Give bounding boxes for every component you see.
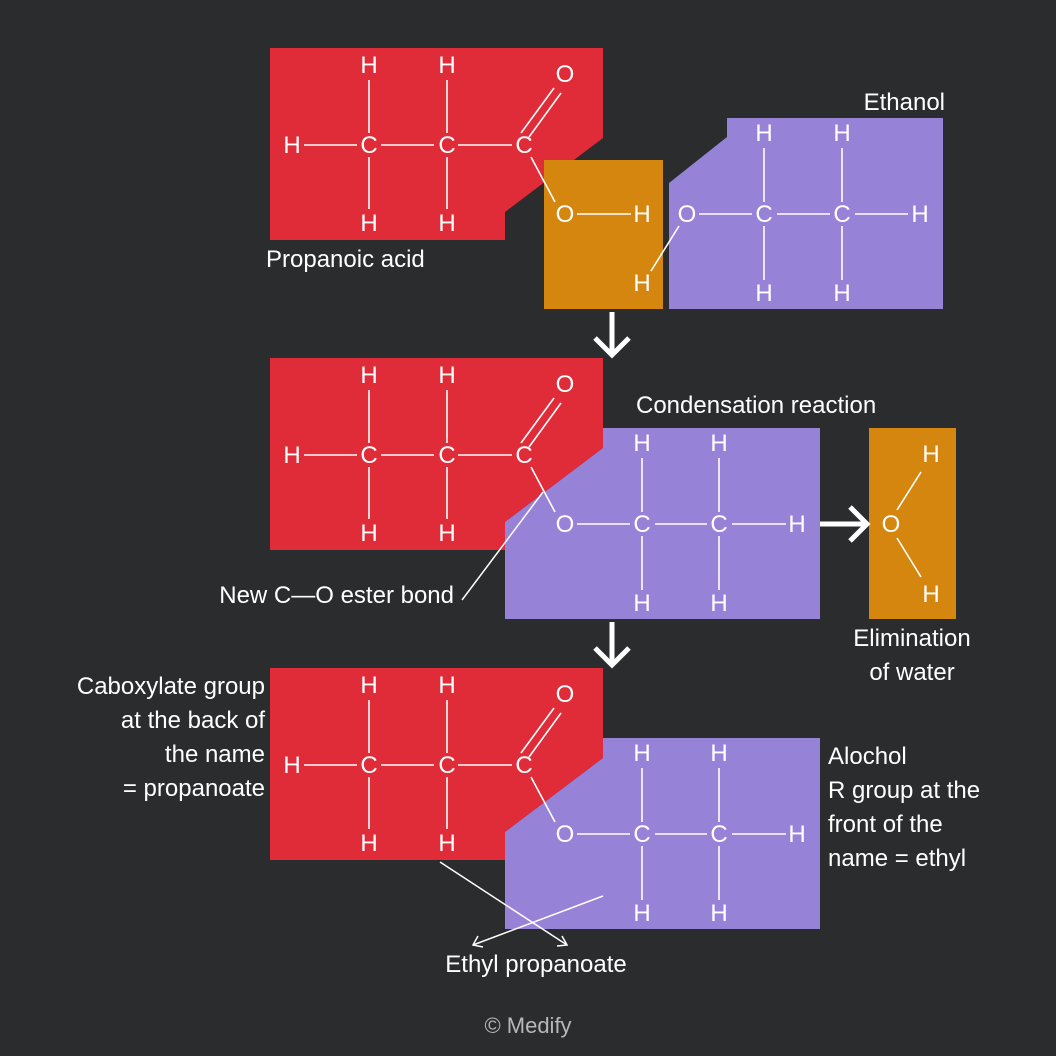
atom-o: O — [678, 201, 697, 228]
atom-h: H — [360, 52, 377, 79]
atom-h: H — [633, 270, 650, 297]
atom-h: H — [710, 430, 727, 457]
atom-c: C — [438, 442, 455, 469]
atom-c: C — [360, 752, 377, 779]
atom-h: H — [710, 590, 727, 617]
atom-h: H — [833, 120, 850, 147]
atom-h: H — [438, 672, 455, 699]
hydroxyl-block — [544, 160, 663, 309]
product-label: Ethyl propanoate — [445, 951, 626, 978]
propanoate-block — [270, 668, 603, 860]
alcohol-label-line2: R group at the — [828, 777, 980, 804]
atom-h: H — [438, 362, 455, 389]
atom-h: H — [710, 740, 727, 767]
elimination-label-line2: of water — [869, 659, 954, 686]
atom-h: H — [283, 132, 300, 159]
atom-o: O — [556, 371, 575, 398]
atom-h: H — [788, 821, 805, 848]
stage-2-condensation: H C C C H H H H O O C C H H H H H H O H … — [219, 358, 971, 686]
atom-h: H — [438, 830, 455, 857]
atom-h: H — [438, 520, 455, 547]
atom-h: H — [755, 120, 772, 147]
alcohol-label-line3: front of the — [828, 811, 943, 838]
atom-h: H — [633, 900, 650, 927]
atom-h: H — [438, 210, 455, 237]
propanoic-acid-label: Propanoic acid — [266, 246, 425, 273]
carboxylate-label-line3: the name — [165, 741, 265, 768]
stage-1-reactants: H C C C H H H H O O H O H C C H H H H H … — [266, 48, 945, 309]
alcohol-label-line4: name = ethyl — [828, 845, 966, 872]
atom-c: C — [515, 132, 532, 159]
atom-c: C — [360, 132, 377, 159]
atom-c: C — [633, 511, 650, 538]
atom-h: H — [755, 280, 772, 307]
atom-o: O — [556, 61, 575, 88]
atom-c: C — [515, 442, 532, 469]
atom-c: C — [833, 201, 850, 228]
new-bond-label: New C—O ester bond — [219, 582, 454, 609]
carboxylate-label-line1: Caboxylate group — [77, 673, 265, 700]
atom-h: H — [922, 581, 939, 608]
down-arrow-1 — [593, 312, 631, 359]
atom-h: H — [360, 520, 377, 547]
atom-h: H — [633, 201, 650, 228]
atom-h: H — [788, 511, 805, 538]
atom-c: C — [360, 442, 377, 469]
atom-o: O — [556, 511, 575, 538]
atom-c: C — [710, 511, 727, 538]
atom-h: H — [360, 362, 377, 389]
atom-h: H — [633, 590, 650, 617]
acyl-block — [270, 358, 603, 550]
atom-h: H — [360, 830, 377, 857]
atom-c: C — [755, 201, 772, 228]
atom-h: H — [710, 900, 727, 927]
ethanol-label: Ethanol — [864, 89, 945, 116]
atom-c: C — [633, 821, 650, 848]
propanoic-acid-block — [270, 48, 603, 240]
atom-h: H — [360, 210, 377, 237]
atom-o: O — [882, 511, 901, 538]
atom-h: H — [438, 52, 455, 79]
atom-h: H — [360, 672, 377, 699]
atom-c: C — [710, 821, 727, 848]
elimination-label-line1: Elimination — [853, 625, 970, 652]
copyright-credit: © Medify — [484, 1013, 571, 1038]
atom-c: C — [515, 752, 532, 779]
water-block — [869, 428, 956, 619]
carboxylate-label-line2: at the back of — [121, 707, 265, 734]
atom-h: H — [922, 441, 939, 468]
atom-o: O — [556, 681, 575, 708]
alcohol-label-line1: Alochol — [828, 743, 907, 770]
atom-h: H — [283, 442, 300, 469]
condensation-label: Condensation reaction — [636, 392, 876, 419]
stage-3-product: H C C C H H H H O O C C H H H H H Caboxy… — [77, 668, 980, 978]
atom-h: H — [833, 280, 850, 307]
right-arrow — [820, 505, 871, 543]
atom-o: O — [556, 201, 575, 228]
atom-h: H — [911, 201, 928, 228]
atom-c: C — [438, 752, 455, 779]
product-pointers — [439, 861, 604, 948]
carboxylate-label-line4: = propanoate — [123, 775, 265, 802]
atom-o: O — [556, 821, 575, 848]
atom-h: H — [633, 430, 650, 457]
new-bond-pointer — [461, 491, 544, 601]
atom-h: H — [283, 752, 300, 779]
down-arrow-2 — [593, 622, 631, 669]
atom-c: C — [438, 132, 455, 159]
atom-h: H — [633, 740, 650, 767]
